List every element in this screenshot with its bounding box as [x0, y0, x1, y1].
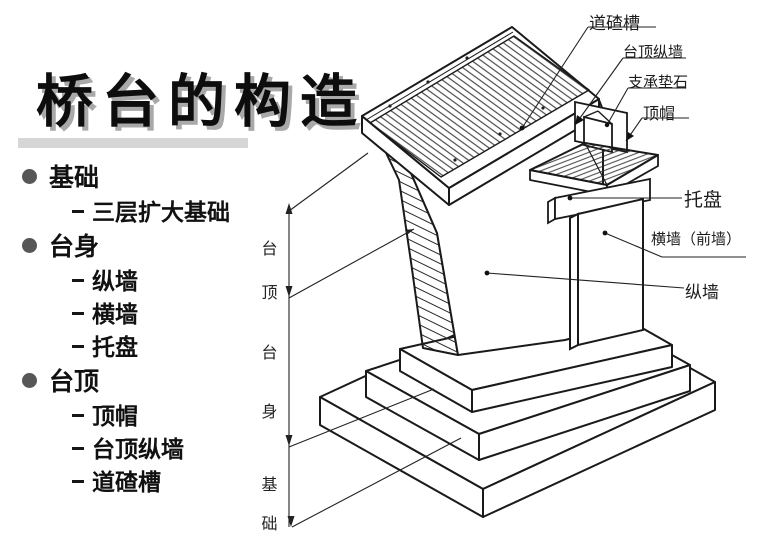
bullet-icon [22, 169, 37, 184]
dimension-arrowheads [285, 203, 414, 527]
outline-item-label: 道碴槽 [92, 469, 161, 495]
outline-item-label: 托盘 [92, 334, 138, 360]
outline-subitem: 横墙 [22, 298, 282, 331]
bullet-icon [22, 238, 37, 253]
ballast-trough-shape [361, 26, 600, 206]
dash-icon [72, 413, 84, 417]
outline-subitem: 台顶纵墙 [22, 433, 282, 466]
dimension-label-body: 台身 [261, 345, 278, 421]
dash-icon [72, 311, 84, 315]
page-title: 桥台的构造 [36, 70, 366, 134]
callout-longitudinal-wall: 纵墙 [685, 283, 719, 302]
outline-item-label: 三层扩大基础 [92, 199, 230, 225]
outline-item-label: 顶帽 [92, 403, 138, 429]
outline-subitem: 道碴槽 [22, 466, 282, 499]
outline-item-label: 台身 [49, 233, 100, 261]
outline-item-label: 基础 [49, 164, 100, 192]
outline-item-label: 台顶纵墙 [92, 436, 184, 462]
callout-transverse-front-wall: 横墙（前墙） [651, 231, 742, 248]
outline-item-label: 纵墙 [92, 268, 138, 294]
outline-item-label: 台顶 [49, 368, 100, 396]
bullet-icon [22, 373, 37, 388]
callout-bearing-pad-stone: 支承垫石 [628, 74, 689, 91]
dash-icon [72, 446, 84, 450]
dimension-label-top: 台顶 [261, 241, 278, 302]
outline-item-label: 横墙 [92, 301, 138, 327]
callout-endpoints [484, 115, 634, 276]
outline-item: 台顶 [22, 364, 282, 400]
dash-icon [72, 278, 84, 282]
dimension-lines [288, 152, 462, 528]
callout-top-cap: 顶帽 [643, 106, 676, 123]
callout-tray: 托盘 [684, 190, 723, 211]
dash-icon [72, 479, 84, 483]
outline-subitem: 纵墙 [22, 265, 282, 298]
outline-subitem: 三层扩大基础 [22, 196, 282, 229]
outline-list: 基础 三层扩大基础 台身 纵墙 横墙 托盘 台顶 顶帽 台顶纵墙 道碴槽 [22, 160, 282, 499]
dash-icon [72, 344, 84, 348]
dimension-label-foundation: 基础 [261, 477, 278, 533]
outline-item: 台身 [22, 229, 282, 265]
dash-icon [72, 209, 84, 213]
outline-subitem: 托盘 [22, 331, 282, 364]
transverse-front-wall-shape [569, 197, 644, 351]
callout-ballast-trough: 道碴槽 [589, 14, 640, 33]
outline-item: 基础 [22, 160, 282, 196]
outline-subitem: 顶帽 [22, 400, 282, 433]
callout-top-longitudinal-wall: 台顶纵墙 [623, 44, 684, 61]
tray-shape [547, 177, 651, 225]
rivet-dots [388, 56, 545, 162]
title-underbar [18, 138, 248, 148]
